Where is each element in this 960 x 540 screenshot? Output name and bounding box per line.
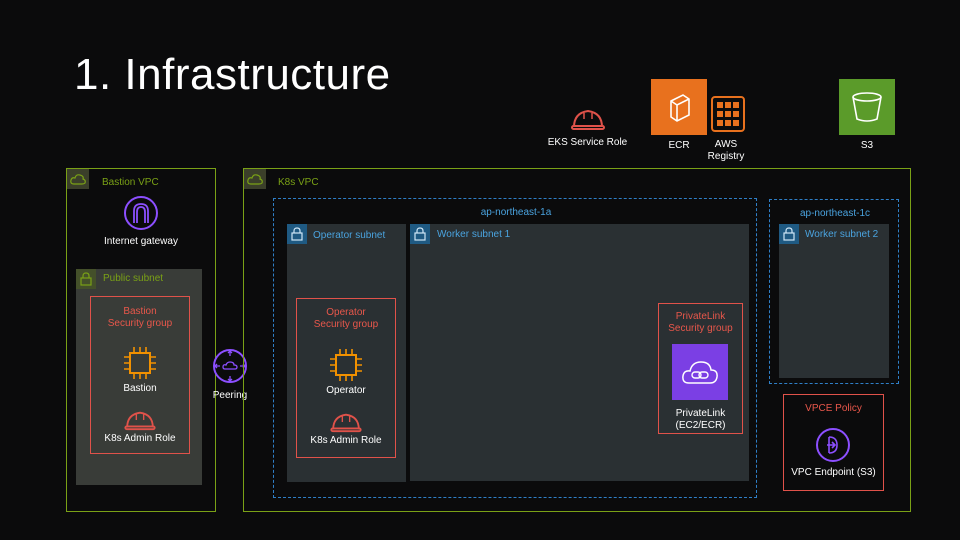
operator-label: Operator [326,385,366,396]
ecr-icon [651,79,707,135]
ecr-service[interactable]: ECR [651,79,707,154]
bastion-security-group: Bastion Security group Bastion K8s Admin… [90,296,190,454]
lock-icon [287,224,307,244]
ecr-label: ECR [668,140,690,151]
vpc-peering[interactable]: Peering [206,348,254,404]
eks-service-role-label: EKS Service Role [547,137,628,148]
operator-k8s-admin-role[interactable]: K8s Admin Role [297,411,395,451]
bastion-role-label: K8s Admin Role [104,433,176,444]
hard-hat-icon [330,413,362,433]
operator-subnet-title: Operator subnet [313,230,386,241]
vpce-policy-title: VPCE Policy [805,403,862,414]
bastion-vpc-title: Bastion VPC [102,177,159,188]
peering-icon [213,349,247,383]
bastion-k8s-admin-role[interactable]: K8s Admin Role [91,409,189,449]
worker-subnet-2: Worker subnet 2 [779,224,889,378]
privatelink-icon [672,344,728,400]
lock-icon [410,224,430,244]
az2-title: ap-northeast-1c [799,208,871,219]
vpc-cloud-icon [244,169,266,189]
internet-gateway[interactable]: Internet gateway [67,195,215,251]
vpc-endpoint-icon [816,428,850,462]
worker-subnet-2-title: Worker subnet 2 [805,229,879,240]
hard-hat-icon [124,411,156,431]
privatelink-label: PrivateLink (EC2/ECR) [675,408,726,431]
internet-gateway-label: Internet gateway [104,236,178,247]
lock-icon [779,224,799,244]
az-ap-northeast-1a: ap-northeast-1a [273,198,757,498]
hard-hat-icon [571,109,605,130]
ec2-chip-icon [124,347,156,379]
operator-subnet: Operator subnet Operator Security group … [287,224,406,482]
operator-role-label: K8s Admin Role [310,435,382,446]
bastion-sg-title: Bastion Security group [107,306,173,329]
operator-security-group: Operator Security group Operator K8s Adm… [296,298,396,458]
aws-registry[interactable]: AWS Registry [703,96,749,166]
page-title: 1. Infrastructure [74,50,391,99]
vpc-endpoint-label: VPC Endpoint (S3) [791,467,876,478]
s3-bucket-icon [839,79,895,135]
k8s-vpc: K8s VPC [243,168,911,512]
registry-icon [711,96,745,132]
internet-gateway-icon [124,196,158,230]
vpc-cloud-icon [67,169,89,189]
eks-service-role[interactable]: EKS Service Role [540,105,635,150]
public-subnet-title: Public subnet [103,273,164,284]
privatelink-sg-title: PrivateLink Security group [668,311,733,334]
public-subnet: Public subnet Bastion Security group Bas… [76,269,202,485]
k8s-vpc-title: K8s VPC [278,177,319,188]
worker-subnet-1: Worker subnet 1 PrivateLink Security gro… [410,224,749,481]
s3-service[interactable]: S3 [839,79,895,154]
bastion-label: Bastion [123,383,157,394]
privatelink-endpoint[interactable]: PrivateLink (EC2/ECR) [659,344,742,434]
operator-instance[interactable]: Operator [297,347,395,397]
lock-icon [76,269,96,289]
vpce-policy: VPCE Policy VPC Endpoint (S3) [783,394,884,491]
az1-title: ap-northeast-1a [480,207,552,218]
s3-label: S3 [860,140,874,151]
privatelink-security-group: PrivateLink Security group PrivateLink (… [658,303,743,434]
vpc-endpoint-s3[interactable]: VPC Endpoint (S3) [784,427,883,487]
worker-subnet-1-title: Worker subnet 1 [437,229,511,240]
ec2-chip-icon [330,349,362,381]
peering-label: Peering [212,390,248,401]
aws-registry-label: AWS Registry [707,139,745,162]
az-ap-northeast-1c: ap-northeast-1c [769,199,899,384]
operator-sg-title: Operator Security group [313,307,379,330]
bastion-instance[interactable]: Bastion [91,345,189,395]
bastion-vpc: Bastion VPC Internet gateway Public subn… [66,168,216,512]
